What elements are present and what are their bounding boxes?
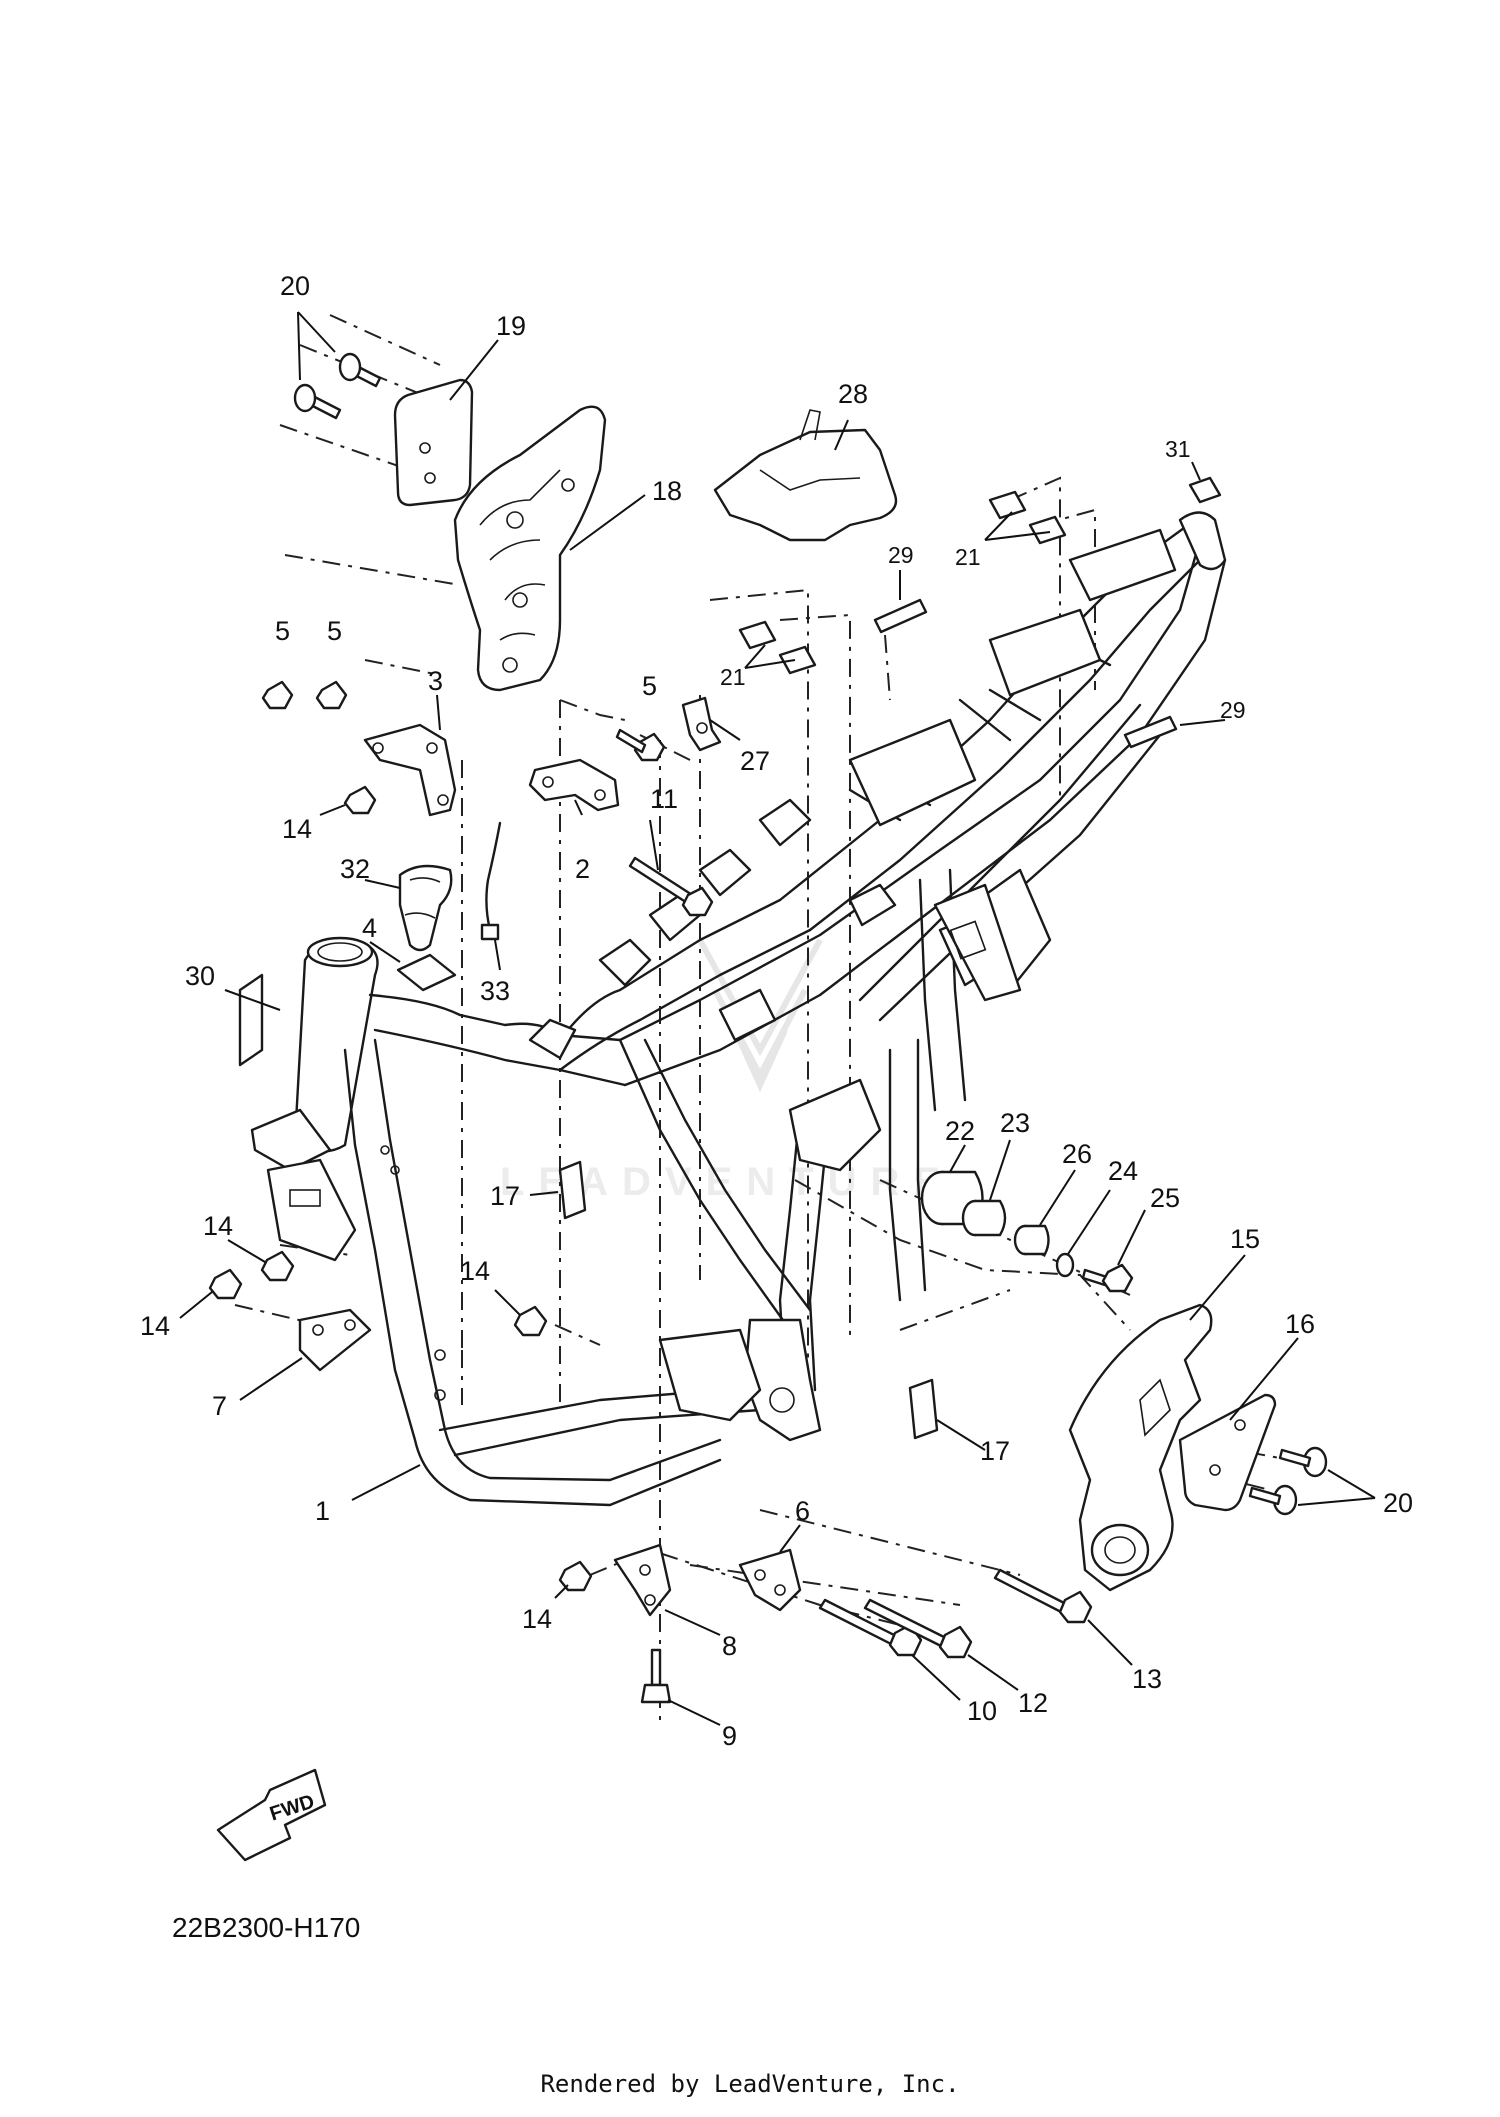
- callout-18[interactable]: 18: [652, 476, 682, 506]
- callout-21-upper[interactable]: 21: [955, 544, 981, 570]
- callout-3[interactable]: 3: [428, 666, 443, 696]
- bracket-3: [363, 723, 457, 817]
- collar-26: [1013, 1224, 1050, 1256]
- callout-28[interactable]: 28: [838, 379, 868, 409]
- callouts: 20 19 28 31 18 21 29 5 5 3 5 21 29 27 14…: [140, 271, 1413, 1751]
- callout-11[interactable]: 11: [650, 784, 678, 814]
- leader-lines: [179, 311, 1376, 1726]
- callout-20-lower[interactable]: 20: [1383, 1488, 1413, 1518]
- bracket-6: [738, 1548, 802, 1612]
- bolt-12: [863, 1598, 973, 1659]
- callout-33[interactable]: 33: [480, 976, 510, 1006]
- callout-2[interactable]: 2: [575, 854, 590, 884]
- callout-10[interactable]: 10: [967, 1696, 997, 1726]
- main-frame: [250, 511, 1227, 1507]
- block-17-left: [558, 1160, 587, 1220]
- bolt-13: [993, 1568, 1093, 1624]
- label-30: [238, 973, 264, 1067]
- callout-17-right[interactable]: 17: [980, 1436, 1010, 1466]
- bolt-25: [1081, 1263, 1134, 1293]
- callout-23[interactable]: 23: [1000, 1108, 1030, 1138]
- callout-27[interactable]: 27: [740, 746, 770, 776]
- nuts-5: [261, 680, 666, 762]
- bolt-20-upper: [293, 352, 382, 420]
- callout-9[interactable]: 9: [722, 1721, 737, 1751]
- strap-33: [485, 821, 502, 932]
- small-parts: FWD: [208, 352, 1328, 1862]
- callout-5-right[interactable]: 5: [327, 616, 342, 646]
- clip-27: [681, 696, 722, 752]
- tape-29-upper: [873, 598, 928, 634]
- callout-8[interactable]: 8: [722, 1631, 737, 1661]
- callout-14-left-lower[interactable]: 14: [140, 1311, 170, 1341]
- callout-14-center[interactable]: 14: [460, 1256, 490, 1286]
- callout-24[interactable]: 24: [1108, 1156, 1138, 1186]
- callout-15[interactable]: 15: [1230, 1224, 1260, 1254]
- callout-26[interactable]: 26: [1062, 1139, 1092, 1169]
- callout-4[interactable]: 4: [362, 913, 377, 943]
- bracket-8: [613, 1543, 672, 1617]
- bracket-7: [298, 1308, 372, 1372]
- diagram-code: 22B2300-H170: [172, 1912, 361, 1943]
- band-32: [398, 864, 453, 952]
- callout-5-center[interactable]: 5: [642, 671, 657, 701]
- callout-6[interactable]: 6: [795, 1496, 810, 1526]
- bolt-11: [628, 856, 714, 917]
- label-4: [396, 953, 457, 992]
- callout-31[interactable]: 31: [1165, 436, 1191, 462]
- bolt-20-lower: [1248, 1446, 1328, 1516]
- plate-19: [393, 378, 474, 507]
- callout-30[interactable]: 30: [185, 961, 215, 991]
- credit-footer: Rendered by LeadVenture, Inc.: [540, 2070, 960, 2098]
- cover-18: [453, 405, 607, 692]
- callout-13[interactable]: 13: [1132, 1664, 1162, 1694]
- fwd-arrow-icon: FWD: [216, 1768, 327, 1862]
- callout-14-upper[interactable]: 14: [282, 814, 312, 844]
- callout-32[interactable]: 32: [340, 854, 370, 884]
- nuts-14-lower: [208, 1250, 593, 1592]
- callout-12[interactable]: 12: [1018, 1688, 1048, 1718]
- callout-17-left[interactable]: 17: [490, 1181, 520, 1211]
- callout-16[interactable]: 16: [1285, 1309, 1315, 1339]
- callout-29-right[interactable]: 29: [1220, 697, 1246, 723]
- callout-29-upper[interactable]: 29: [888, 542, 914, 568]
- callout-7[interactable]: 7: [212, 1391, 227, 1421]
- callout-19[interactable]: 19: [496, 311, 526, 341]
- callout-22[interactable]: 22: [945, 1116, 975, 1146]
- callout-21-middle[interactable]: 21: [720, 664, 746, 690]
- plate-15: [1068, 1303, 1213, 1592]
- callout-1[interactable]: 1: [315, 1496, 330, 1526]
- callout-20-upper[interactable]: 20: [280, 271, 310, 301]
- plate-16: [1178, 1393, 1277, 1512]
- callout-5-left[interactable]: 5: [275, 616, 290, 646]
- nut-14-upper: [343, 785, 377, 815]
- tape-29-right: [1123, 715, 1178, 749]
- collar-23: [961, 1199, 1007, 1237]
- block-17-right: [908, 1378, 939, 1440]
- callout-14-left-upper[interactable]: 14: [203, 1211, 233, 1241]
- callout-25[interactable]: 25: [1150, 1183, 1180, 1213]
- clip-31: [1188, 476, 1222, 504]
- bolt-9: [640, 1648, 672, 1704]
- clips-21-upper: [988, 490, 1067, 545]
- callout-14-bottom[interactable]: 14: [522, 1604, 552, 1634]
- washer-24: [1055, 1252, 1075, 1278]
- clips-21-middle: [738, 620, 817, 675]
